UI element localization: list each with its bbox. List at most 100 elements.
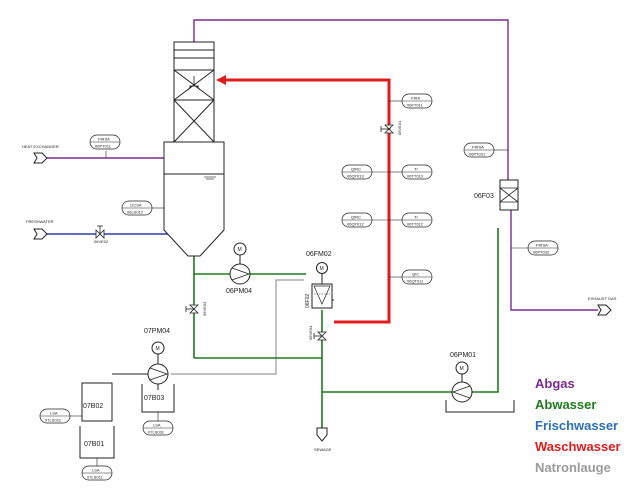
pump-06pm01-label: 06PM01 <box>450 352 476 359</box>
wash-valve: 06VE01 <box>380 120 402 135</box>
instrument-tag: 06PT031 <box>469 152 486 157</box>
instrument-name: FIRSA <box>472 145 484 150</box>
instrument-fira-top: FIRA 06FT011 <box>389 93 433 109</box>
legend-natronlauge: Natronlauge <box>535 460 611 475</box>
waschwasser-line <box>222 78 391 324</box>
legend: Abgas Abwasser Frischwasser Waschwasser … <box>535 376 621 475</box>
instrument-qirc-1: QIRC 06QT013 <box>341 164 389 180</box>
instrument-name: FIRSA <box>536 243 548 248</box>
instrument-lsa-2: LSA 07LS031 <box>142 412 174 436</box>
tank-07b01: 07B01 <box>79 426 115 459</box>
natronlauge-line <box>171 279 304 375</box>
tank-07b01-label: 07B01 <box>84 441 104 448</box>
freshwater-valve: 06VE02 <box>94 225 109 244</box>
instrument-firsa-right: FIRSA 06PT031 <box>463 142 508 158</box>
abgas-lines <box>46 19 598 311</box>
instrument-tag: 06PT011 <box>95 144 112 149</box>
pump-icon <box>451 381 473 403</box>
abgas-top-line <box>193 19 509 180</box>
exhaust-gas-label: EXHAUST GAS <box>588 296 617 301</box>
tower-body <box>163 141 225 257</box>
legend-waschwasser: Waschwasser <box>535 439 621 454</box>
instrument-name: LSA <box>50 411 58 416</box>
motor-symbol: M <box>460 366 464 372</box>
exhaust-gas-outlet-arrow: EXHAUST GAS <box>588 296 617 316</box>
instrument-name: TI <box>414 215 418 220</box>
main-valve: 06VE03 <box>185 301 207 316</box>
main-valve-tag: 06VE03 <box>202 301 207 316</box>
instrument-qirc-2: QIRC 06QT012 <box>341 212 389 228</box>
filter-valve: 06VE04 <box>308 325 327 341</box>
instrument-ti-1: TI 06TT013 <box>389 164 433 180</box>
tower-top-section <box>173 41 215 71</box>
abwasser-to-sewage <box>322 228 499 393</box>
filter-06fm02-label: 06FM02 <box>306 251 332 258</box>
instrument-name: FIRA <box>411 96 420 101</box>
motor-icon <box>316 262 328 274</box>
instrument-firsa-right2: FIRSA 06PT032 <box>511 240 559 256</box>
wash-valve-tag: 06VE01 <box>397 120 402 135</box>
instrument-name: QIRC <box>351 215 361 220</box>
freshwater-label: FRESHWATER <box>26 219 54 224</box>
motor-symbol: M <box>156 346 160 352</box>
tank-07b02: 07B02 <box>81 382 113 422</box>
pump-07pm04: 07PM04 M <box>144 328 170 385</box>
instrument-tag: 06TT013 <box>407 174 424 179</box>
legend-abgas: Abgas <box>535 376 575 391</box>
pump-06pm04: M 06PM04 <box>226 242 252 295</box>
instrument-name: QIRC <box>351 167 361 172</box>
freshwater-inlet-arrow: FRESHWATER <box>26 219 54 240</box>
motor-symbol: M <box>238 247 242 253</box>
abgas-exhaust-line <box>510 210 598 311</box>
pump-icon <box>147 363 169 385</box>
instrument-name: LSA <box>92 468 100 473</box>
demister-06f03: 06F03 <box>474 179 519 211</box>
demister-label: 06F03 <box>474 193 494 200</box>
instrument-tag: 06QT013 <box>347 174 364 179</box>
instrument-name: QIC <box>412 272 419 277</box>
pump-07pm04-label: 07PM04 <box>144 328 170 335</box>
tank-07b03-label: 07B03 <box>144 395 164 402</box>
instrument-ti-2: TI 06TT012 <box>389 212 433 228</box>
freshwater-valve-tag: 06VE02 <box>94 239 109 244</box>
instrument-tag: 06QT012 <box>347 222 364 227</box>
legend-frischwasser: Frischwasser <box>535 418 618 433</box>
instrument-tag: 06PT032 <box>533 250 550 255</box>
filter-06fm02: 06FM02 M 06F02 <box>305 251 334 309</box>
legend-abwasser: Abwasser <box>535 397 596 412</box>
instrument-name: FIRSA <box>98 137 110 142</box>
waschwasser-lines <box>222 78 391 324</box>
instrument-name: LSA <box>153 423 161 428</box>
motor-symbol: M <box>320 266 324 272</box>
instrument-tag: 06FT011 <box>407 103 423 108</box>
waschwasser-arrowhead <box>216 75 226 85</box>
instrument-tag: 06LS012 <box>127 210 144 215</box>
spray-nozzle-icon <box>187 76 201 91</box>
heat-exchanger-inlet-arrow: HEAT EXCHANGER <box>22 144 59 164</box>
pump-06pm04-label: 06PM04 <box>226 288 252 295</box>
heat-exchanger-label: HEAT EXCHANGER <box>22 144 59 149</box>
sewage-outlet-arrow: SEWAGE <box>314 427 332 452</box>
scrubber-tower <box>163 41 225 257</box>
instrument-name: TI <box>414 167 418 172</box>
instrument-name: LICSA <box>130 203 142 208</box>
pump-icon <box>229 263 251 285</box>
instrument-tag: 06QT011 <box>407 279 424 284</box>
natronlauge-lines <box>171 279 304 375</box>
instrument-lsa-3: LSA 07LS011 <box>81 458 113 481</box>
instrument-tag: 07LS011 <box>87 475 103 480</box>
instrument-tag: 07LS031 <box>148 430 165 435</box>
filter-vertical-label: 06F02 <box>305 294 311 308</box>
filter-body <box>311 283 333 309</box>
instrument-firsa-left: FIRSA 06PT011 <box>89 134 121 158</box>
sewage-basin <box>445 400 515 413</box>
instrument-tag: 06TT012 <box>407 222 424 227</box>
filter-valve-tag: 06VE04 <box>308 325 313 340</box>
instrument-lsa-1: LSA 07LS021 <box>39 408 82 424</box>
instrument-qic: QIC 06QT011 <box>389 269 433 285</box>
pump-06pm01: 06PM01 M <box>450 352 476 403</box>
tank-07b02-label: 07B02 <box>83 403 103 410</box>
sewage-label: SEWAGE <box>314 447 332 452</box>
instrument-tag: 07LS021 <box>45 418 62 423</box>
